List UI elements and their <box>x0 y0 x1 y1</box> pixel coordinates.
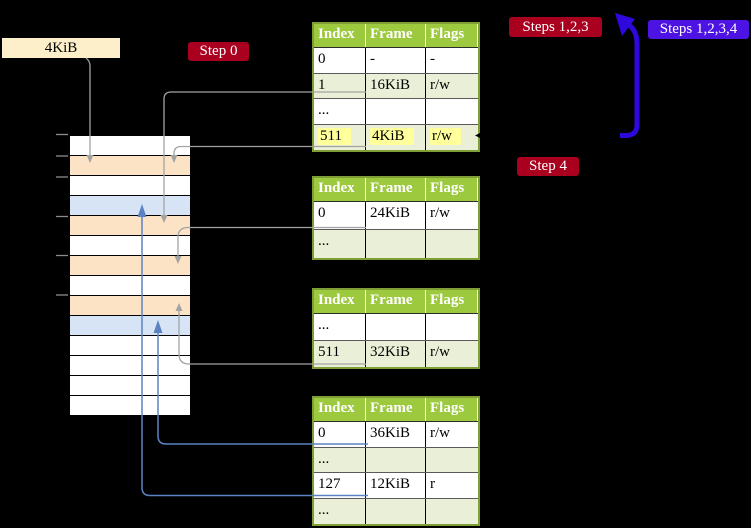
memory-frame-row-12-white <box>70 376 190 396</box>
step4-label: Step 4 <box>517 157 579 176</box>
free-frame-size-box: 4KiB <box>2 38 120 58</box>
table-cell: 32KiB <box>366 340 426 367</box>
steps1234-label: Steps 1,2,3,4 <box>648 20 749 39</box>
memory-frame-row-4-peach <box>70 216 190 236</box>
memory-frame-row-11-white <box>70 356 190 376</box>
memory-frame-row-1-peach <box>70 156 190 176</box>
table-cell: 16KiB <box>366 73 426 98</box>
column-header-frame: Frame <box>366 290 426 313</box>
table-cell: ... <box>314 230 366 258</box>
physical-memory-stack <box>69 135 191 416</box>
table-row: ... <box>314 447 478 473</box>
arrow-walk-up-steps <box>615 13 640 138</box>
memory-frame-row-9-blue <box>70 316 190 336</box>
column-header-index: Index <box>314 178 366 201</box>
steps123-label: Steps 1,2,3 <box>509 17 602 37</box>
table-cell: 1 <box>314 73 366 98</box>
table-cell: r/w <box>426 73 478 98</box>
memory-frame-row-13-white <box>70 396 190 415</box>
table-cell <box>366 314 426 340</box>
table-cell <box>426 447 478 472</box>
table-cell: 0 <box>314 422 366 447</box>
column-header-frame: Frame <box>366 24 426 47</box>
memory-frame-row-5-white <box>70 236 190 256</box>
column-header-flags: Flags <box>426 290 478 313</box>
table-cell: 24KiB <box>366 202 426 229</box>
table-cell: 0 <box>314 202 366 229</box>
highlighted-value: 4KiB <box>370 127 414 145</box>
table-cell: - <box>366 48 426 73</box>
table-cell: ... <box>314 447 366 472</box>
table-cell: r/w <box>430 205 450 221</box>
memory-frame-row-10-white <box>70 336 190 356</box>
table-cell: 511 <box>314 340 366 367</box>
table-cell: 0 <box>314 48 366 73</box>
memory-frame-row-7-white <box>70 276 190 296</box>
table-cell <box>426 99 478 124</box>
column-header-frame: Frame <box>366 398 426 421</box>
table-row: ... <box>314 314 478 341</box>
column-header-index: Index <box>314 290 366 313</box>
memory-frame-row-3-blue <box>70 196 190 216</box>
memory-frame-row-8-peach <box>70 296 190 316</box>
column-header-flags: Flags <box>426 398 478 421</box>
table-cell <box>366 447 426 472</box>
table-cell <box>366 99 426 124</box>
table-cell: r <box>430 476 435 492</box>
table-cell: 12KiB <box>366 473 426 498</box>
table-cell <box>366 498 426 524</box>
table-cell: 127 <box>314 473 366 498</box>
column-header-flags: Flags <box>426 178 478 201</box>
table-cell: ... <box>314 314 366 340</box>
table-cell: 36KiB <box>366 422 426 447</box>
memory-frame-row-2-white <box>70 176 190 196</box>
column-header-flags: Flags <box>426 24 478 47</box>
column-header-frame: Frame <box>366 178 426 201</box>
table-cell <box>426 314 478 340</box>
table-cell: 511 <box>314 124 366 150</box>
highlighted-value: 511 <box>318 127 351 145</box>
table-row: 0-- <box>314 48 478 74</box>
table-cell <box>426 498 478 524</box>
table-cell: ... <box>314 99 366 124</box>
table-cell <box>366 230 426 258</box>
column-header-index: Index <box>314 24 366 47</box>
table-cell: r/w <box>426 340 478 367</box>
memory-frame-row-0-white <box>70 136 190 156</box>
table-cell: - <box>430 51 435 67</box>
highlighted-value: r/w <box>430 127 461 145</box>
table-row: ... <box>314 230 478 258</box>
step0-label: Step 0 <box>188 42 249 61</box>
table-cell: r/w <box>430 425 450 441</box>
table-cell: 4KiB <box>366 124 426 150</box>
table-row: ... <box>314 498 478 524</box>
table-cell: ... <box>314 498 366 524</box>
column-header-index: Index <box>314 398 366 421</box>
table-cell <box>426 230 478 258</box>
table-cell: r/w <box>426 124 478 150</box>
table-row: 511 4KiB r/w <box>314 124 478 150</box>
table-row: ... <box>314 99 478 125</box>
memory-frame-row-6-peach <box>70 256 190 276</box>
